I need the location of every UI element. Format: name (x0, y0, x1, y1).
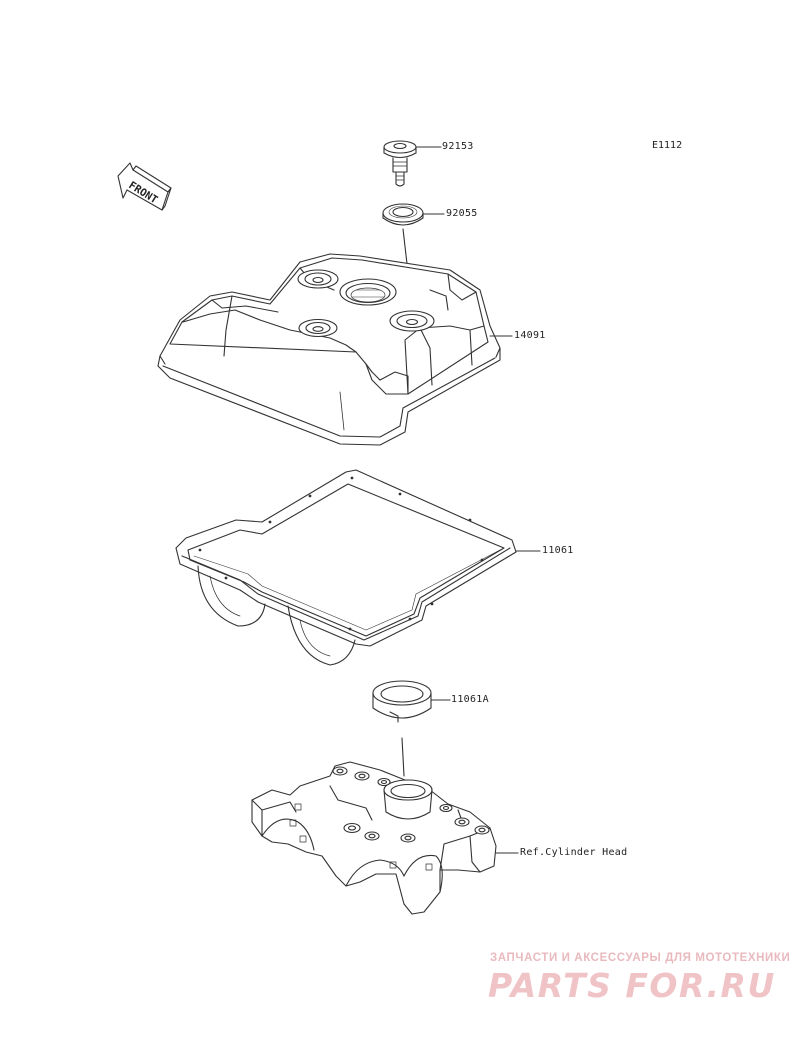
front-arrow-icon: FRONT (117, 162, 172, 211)
part-label-11061a[interactable]: 11061A (451, 694, 489, 705)
watermark-logo: PARTS FOR.RU (488, 966, 776, 1005)
cylinder-head-cover-part (157, 253, 501, 446)
sheet-code: E1112 (652, 140, 683, 151)
plug-hole-gasket-part (372, 680, 432, 723)
bolt-part (383, 140, 417, 187)
part-label-ref-cylinder-head[interactable]: Ref.Cylinder Head (520, 847, 628, 858)
part-label-14091[interactable]: 14091 (514, 330, 546, 341)
cover-gasket-part (175, 469, 517, 666)
washer-part (382, 203, 424, 226)
part-label-92055[interactable]: 92055 (446, 208, 478, 219)
part-label-92153[interactable]: 92153 (442, 141, 474, 152)
watermark-tagline: ЗАПЧАСТИ И АКСЕССУАРЫ ДЛЯ МОТОТЕХНИКИ (490, 952, 791, 964)
plug-gasket-axis-line (401, 737, 405, 777)
cylinder-head-part (251, 761, 497, 915)
part-label-11061[interactable]: 11061 (542, 545, 574, 556)
